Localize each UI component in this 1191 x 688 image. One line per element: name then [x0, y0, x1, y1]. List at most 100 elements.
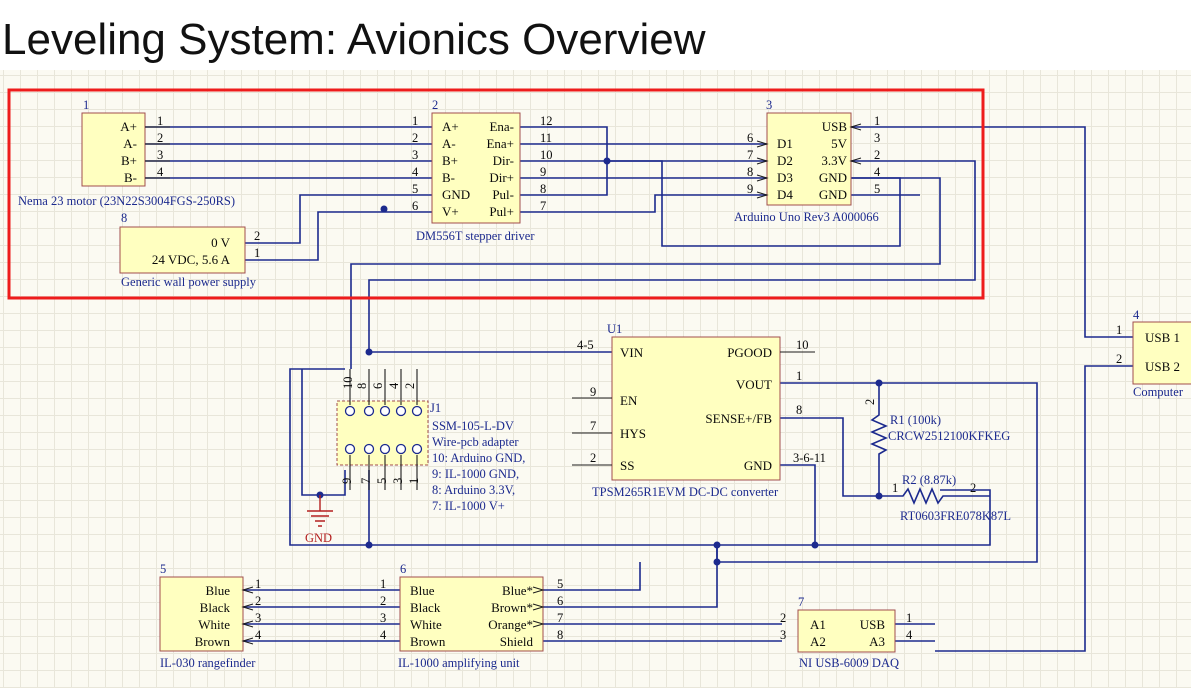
pin-number: 9: [747, 182, 753, 196]
pin-number: 2: [780, 611, 786, 625]
part-name: CRCW2512100KFKEG: [888, 429, 1010, 443]
pin-number: 1: [157, 114, 163, 128]
pin-line: [572, 351, 815, 466]
pin-number: 8: [796, 403, 802, 417]
pin-label: B-: [124, 170, 137, 185]
part-name: DM556T stepper driver: [416, 229, 535, 243]
pin-label: Brown*: [491, 600, 533, 615]
pin-label: Ena-: [489, 119, 514, 134]
pin-number: 2: [874, 148, 880, 162]
pin-number: 8: [540, 182, 546, 196]
pin-number: 9: [340, 478, 354, 484]
part-name: Generic wall power supply: [121, 275, 257, 289]
pin-number: 2: [590, 451, 596, 465]
pin-label: USB: [822, 119, 848, 134]
designator: U1: [607, 322, 622, 336]
pin-number: 12: [540, 114, 553, 128]
header-pin: [363, 405, 375, 417]
part-body: [611, 336, 781, 481]
part-body: [159, 576, 244, 652]
part-power-supply[interactable]: 8 0 V 24 VDC, 5.6 A 2 1 Generic wall pow…: [119, 211, 260, 289]
resistor-r1[interactable]: 2 R1 (100k) CRCW2512100KFKEG: [863, 398, 1010, 464]
part-name: Computer: [1133, 385, 1184, 399]
wires: [145, 126, 1133, 652]
designator: J1: [430, 401, 441, 415]
header-pin: [411, 405, 423, 417]
junction-dot: [713, 541, 721, 549]
pin-label: Blue: [410, 583, 435, 598]
pin-label: V+: [442, 204, 459, 219]
pin-number: 6: [371, 383, 385, 389]
pin-number: 7: [557, 611, 563, 625]
pin-number: 4: [874, 165, 881, 179]
pin-label: A+: [442, 119, 459, 134]
wire: [245, 211, 432, 261]
wire: [717, 489, 991, 546]
pin-number: 8: [557, 628, 563, 642]
pin-label: EN: [620, 393, 638, 408]
part-description: 7: IL-1000 V+: [432, 499, 505, 513]
wire: [245, 194, 432, 244]
junction-dot: [380, 205, 388, 213]
pin-line: [145, 126, 170, 179]
pin-label: A1: [810, 617, 826, 632]
pin-label: Brown: [410, 634, 446, 649]
pin-label: Shield: [500, 634, 534, 649]
pin-label: Blue*: [502, 583, 533, 598]
junction-dot: [365, 541, 373, 549]
part-name: RT0603FRE078K87L: [900, 509, 1011, 523]
pin-number: 4: [380, 628, 387, 642]
part-description: Wire-pcb adapter: [432, 435, 519, 449]
part-rangefinder[interactable]: 5 Blue Black White Brown 1 2 3 4 IL-030 …: [159, 562, 262, 670]
pin-number: 7: [590, 419, 596, 433]
header-pin: [379, 405, 391, 417]
pin-label: Brown: [195, 634, 231, 649]
part-daq[interactable]: 7 A1 A2 2 3 USB A3 1 4 NI USB-6009 DAQ: [780, 595, 913, 670]
ground-label: GND: [305, 531, 332, 545]
pin-label: A+: [120, 119, 137, 134]
pin-number: 5: [557, 577, 563, 591]
pin-label: 5V: [831, 136, 848, 151]
pin-number: 7: [359, 478, 373, 484]
part-name: TPSM265R1EVM DC-DC converter: [592, 485, 779, 499]
junction-dot: [875, 379, 883, 387]
part-description: 9: IL-1000 GND,: [432, 467, 519, 481]
part-dc-dc-converter[interactable]: U1 VIN EN HYS SS 4-5 9 7 2 PGOOD VOUT SE…: [572, 322, 826, 499]
wire: [289, 368, 369, 546]
pin-number: 1: [906, 611, 912, 625]
wire: [320, 470, 346, 496]
designator: 1: [83, 98, 89, 112]
pin-label: 3.3V: [821, 153, 847, 168]
header-pin: [379, 443, 391, 455]
pin-number: 2: [157, 131, 163, 145]
part-motor[interactable]: 1 A+ A- B+ B- 1 2 3 4 Nema 23 motor (23N…: [18, 98, 235, 208]
pin-label: Orange*: [488, 617, 533, 632]
wire: [368, 470, 717, 546]
designator: 4: [1133, 308, 1140, 322]
header-pin: [344, 405, 356, 417]
ground-icon: [307, 495, 333, 527]
resistor-r2[interactable]: 1 2 R2 (8.87k) RT0603FRE078K87L: [879, 473, 1011, 523]
pin-label: SS: [620, 458, 634, 473]
pin-number: 4: [255, 628, 262, 642]
pin-label: 24 VDC, 5.6 A: [152, 252, 231, 267]
pin-label: Black: [200, 600, 231, 615]
part-arduino[interactable]: 3 D1 D2 D3 D4 6 7 8 9 USB 5V 3.3V GND GN…: [734, 98, 881, 224]
pin-label: Blue: [205, 583, 230, 598]
wire: [780, 464, 816, 545]
pin-label: SENSE+/FB: [705, 411, 772, 426]
pin-label: 0 V: [211, 235, 231, 250]
part-name: IL-030 rangefinder: [160, 656, 256, 670]
part-amplifier[interactable]: 6 Blue Black White Brown 1 2 3 4 Blue* B…: [380, 562, 563, 670]
wire: [607, 160, 901, 247]
connector-j1[interactable]: 10 8 6 4 2 9 7 5 3 1 J1 SSM-105-L-DV Wir…: [336, 369, 525, 513]
pin-label: A3: [869, 634, 885, 649]
part-computer[interactable]: 4 USB 1 USB 2 1 2 Computer: [1116, 308, 1191, 399]
pin-number: 1: [874, 114, 880, 128]
pin-number: 2: [254, 229, 260, 243]
resistor-zigzag: [869, 398, 889, 464]
part-stepper-driver[interactable]: 2 A+ A- B+ B- GND V+ 1 2 3 4 5 6 Ena- En…: [412, 98, 553, 243]
pin-number: 1: [412, 114, 418, 128]
pin-number: 2: [863, 399, 877, 405]
pin-number: 2: [380, 594, 386, 608]
